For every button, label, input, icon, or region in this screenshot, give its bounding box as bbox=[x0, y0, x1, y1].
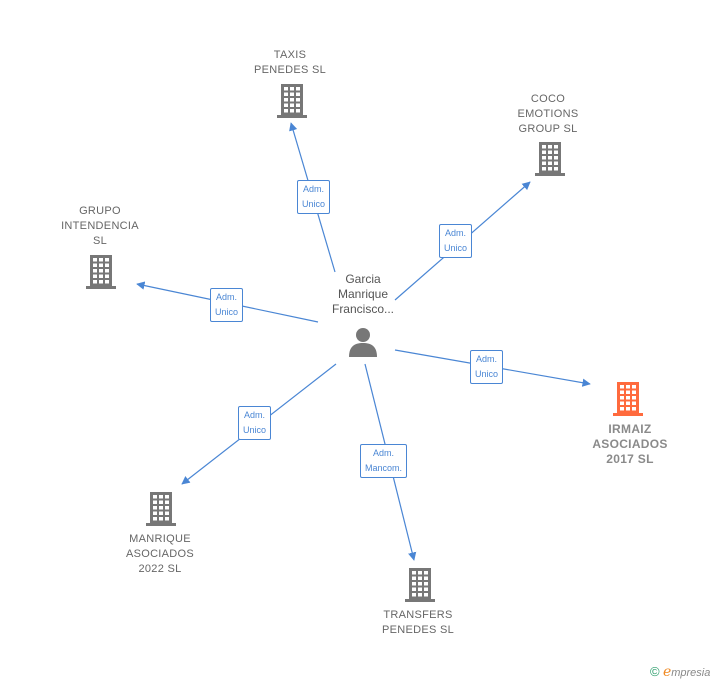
edge-label-grupo: Adm. Unico bbox=[210, 288, 244, 322]
center-person-label[interactable]: Garcia Manrique Francisco... bbox=[331, 272, 394, 316]
brand-name: mpresia bbox=[671, 667, 711, 679]
taxis-company-label[interactable]: TAXIS PENEDES SL bbox=[253, 49, 327, 76]
edge-label-coco: Adm. Unico bbox=[439, 224, 473, 258]
brand-logo: © empresia bbox=[650, 664, 710, 680]
coco-building-icon[interactable] bbox=[535, 142, 565, 176]
person-icon[interactable] bbox=[347, 327, 379, 357]
manrique-company-label[interactable]: MANRIQUE ASOCIADOS 2022 SL bbox=[125, 533, 195, 575]
coco-company-label[interactable]: COCO EMOTIONS GROUP SL bbox=[517, 93, 579, 135]
irmaiz-company-label[interactable]: IRMAIZ ASOCIADOS 2017 SL bbox=[592, 422, 668, 466]
manrique-building-icon[interactable] bbox=[146, 492, 176, 526]
edge-label-manrique: Adm. Unico bbox=[238, 406, 272, 440]
irmaiz-building-icon[interactable] bbox=[613, 382, 643, 416]
transfers-building-icon[interactable] bbox=[405, 568, 435, 602]
grupo-building-icon[interactable] bbox=[86, 255, 116, 289]
edge-label-transfers: Adm. Mancom. bbox=[360, 444, 408, 478]
grupo-company-label[interactable]: GRUPO INTENDENCIA SL bbox=[61, 205, 139, 247]
transfers-company-label[interactable]: TRANSFERS PENEDES SL bbox=[381, 609, 455, 636]
brand-initial: e bbox=[662, 664, 672, 680]
edge-label-irmaiz: Adm. Unico bbox=[470, 350, 504, 384]
edge-label-taxis: Adm. Unico bbox=[297, 180, 331, 214]
taxis-building-icon[interactable] bbox=[277, 84, 307, 118]
copyright-symbol: © bbox=[650, 664, 660, 679]
